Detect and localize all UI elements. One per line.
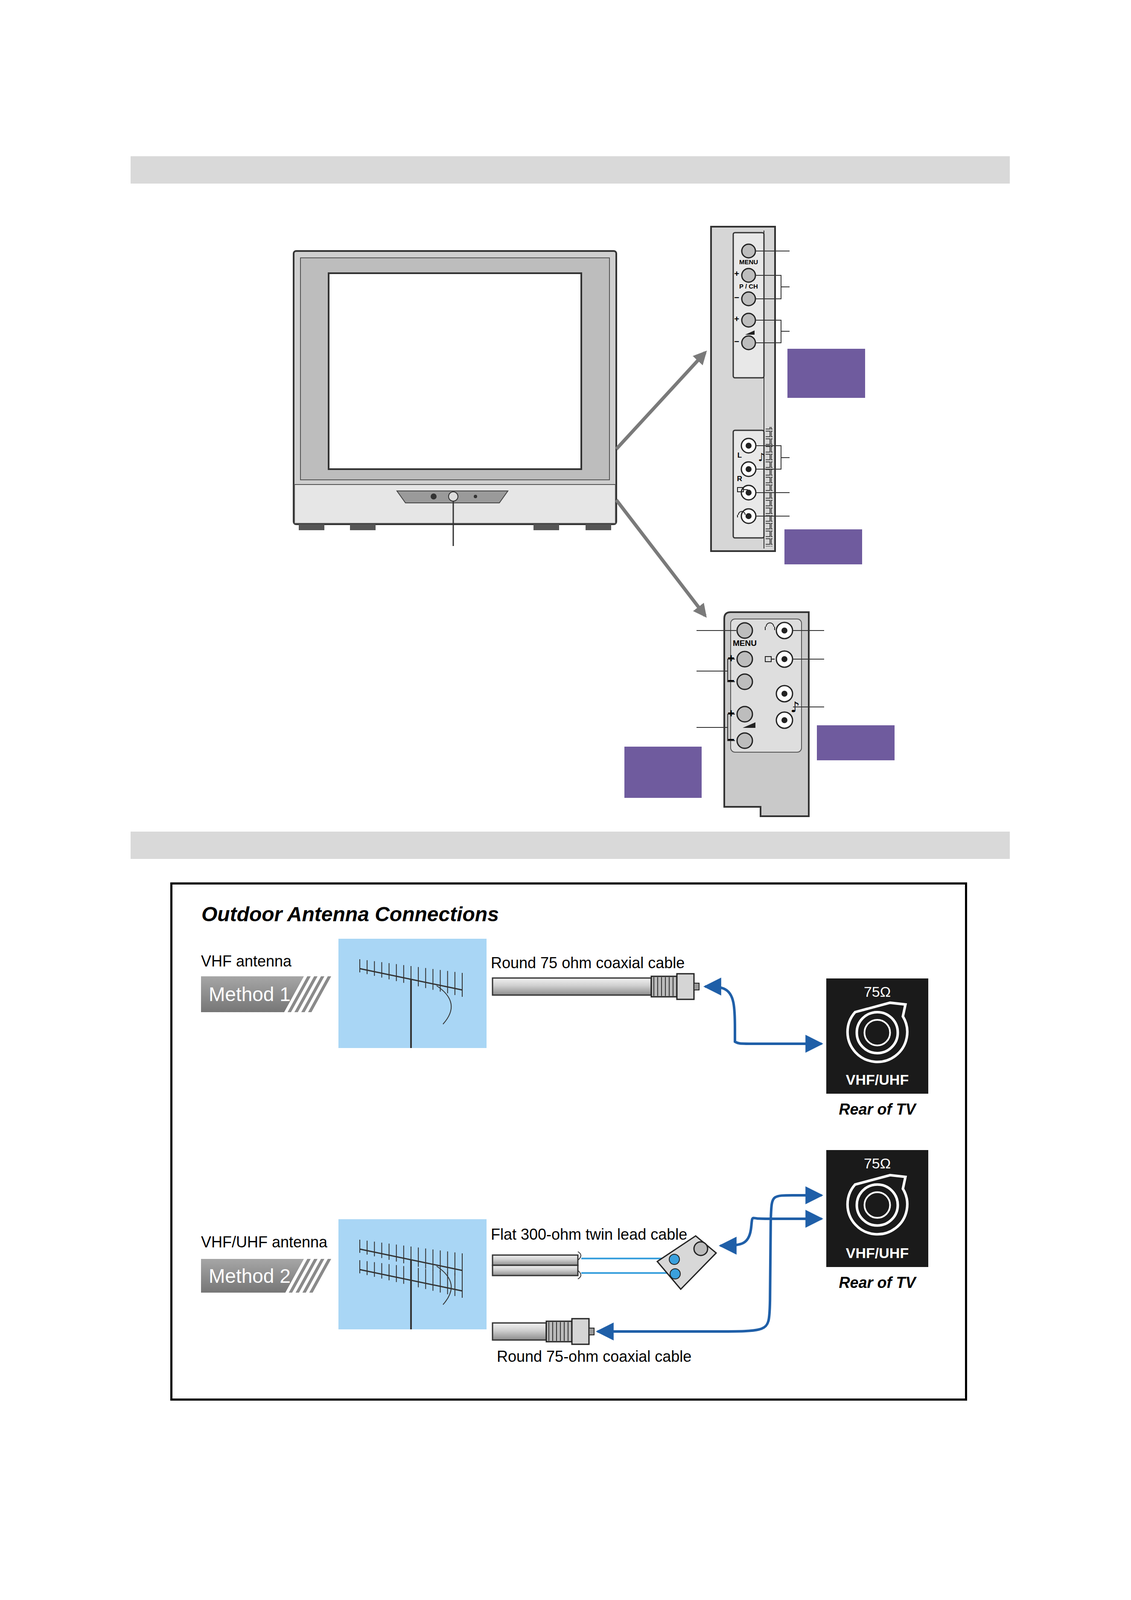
section-bar (130, 156, 1010, 184)
control-label: P / CH (739, 282, 758, 291)
control-label: − (734, 292, 740, 303)
control-label: MENU (739, 258, 758, 266)
control-label: + (734, 268, 740, 279)
caption-label: Rear of TV (838, 1273, 916, 1292)
part-label: Round 75 ohm coaxial cable (490, 954, 685, 972)
front-panel: ♪ (624, 612, 895, 817)
side-panel: ♪ (711, 226, 866, 565)
control-label: − (727, 674, 735, 688)
part-label: VHF antenna (201, 952, 292, 970)
control-label: + (727, 651, 735, 665)
control-label: R (737, 475, 743, 484)
panel-title: Outdoor Antenna Connections (201, 902, 499, 926)
control-label: − (727, 733, 735, 747)
part-label: VHF/UHF antenna (201, 1233, 328, 1251)
tv-illustration (293, 250, 706, 616)
jack-label: VHF/UHF (845, 1244, 909, 1262)
svg-text:♪: ♪ (757, 450, 766, 464)
antenna-jack: 75ΩVHF/UHFRear of TV (826, 1149, 929, 1267)
method-label: Method 2 (208, 1264, 291, 1288)
jack-label: VHF/UHF (845, 1071, 909, 1088)
jack-label: 75Ω (863, 983, 891, 1000)
section-bar (130, 831, 1010, 859)
method-band: Method 2 (201, 1258, 334, 1293)
control-label: + (727, 706, 735, 720)
method-label: Method 1 (208, 982, 291, 1006)
control-label: L (737, 451, 742, 460)
part-label: Round 75-ohm coaxial cable (496, 1347, 692, 1365)
control-label: MENU (732, 638, 757, 648)
part-label: Flat 300-ohm twin lead cable (490, 1225, 688, 1243)
antenna-illustration (338, 938, 822, 1344)
caption-label: Rear of TV (838, 1100, 916, 1119)
control-label: − (734, 336, 740, 347)
method-band: Method 1 (201, 976, 334, 1012)
control-label: + (734, 314, 740, 324)
jack-label: 75Ω (863, 1154, 891, 1172)
antenna-jack: 75ΩVHF/UHFRear of TV (826, 978, 929, 1094)
